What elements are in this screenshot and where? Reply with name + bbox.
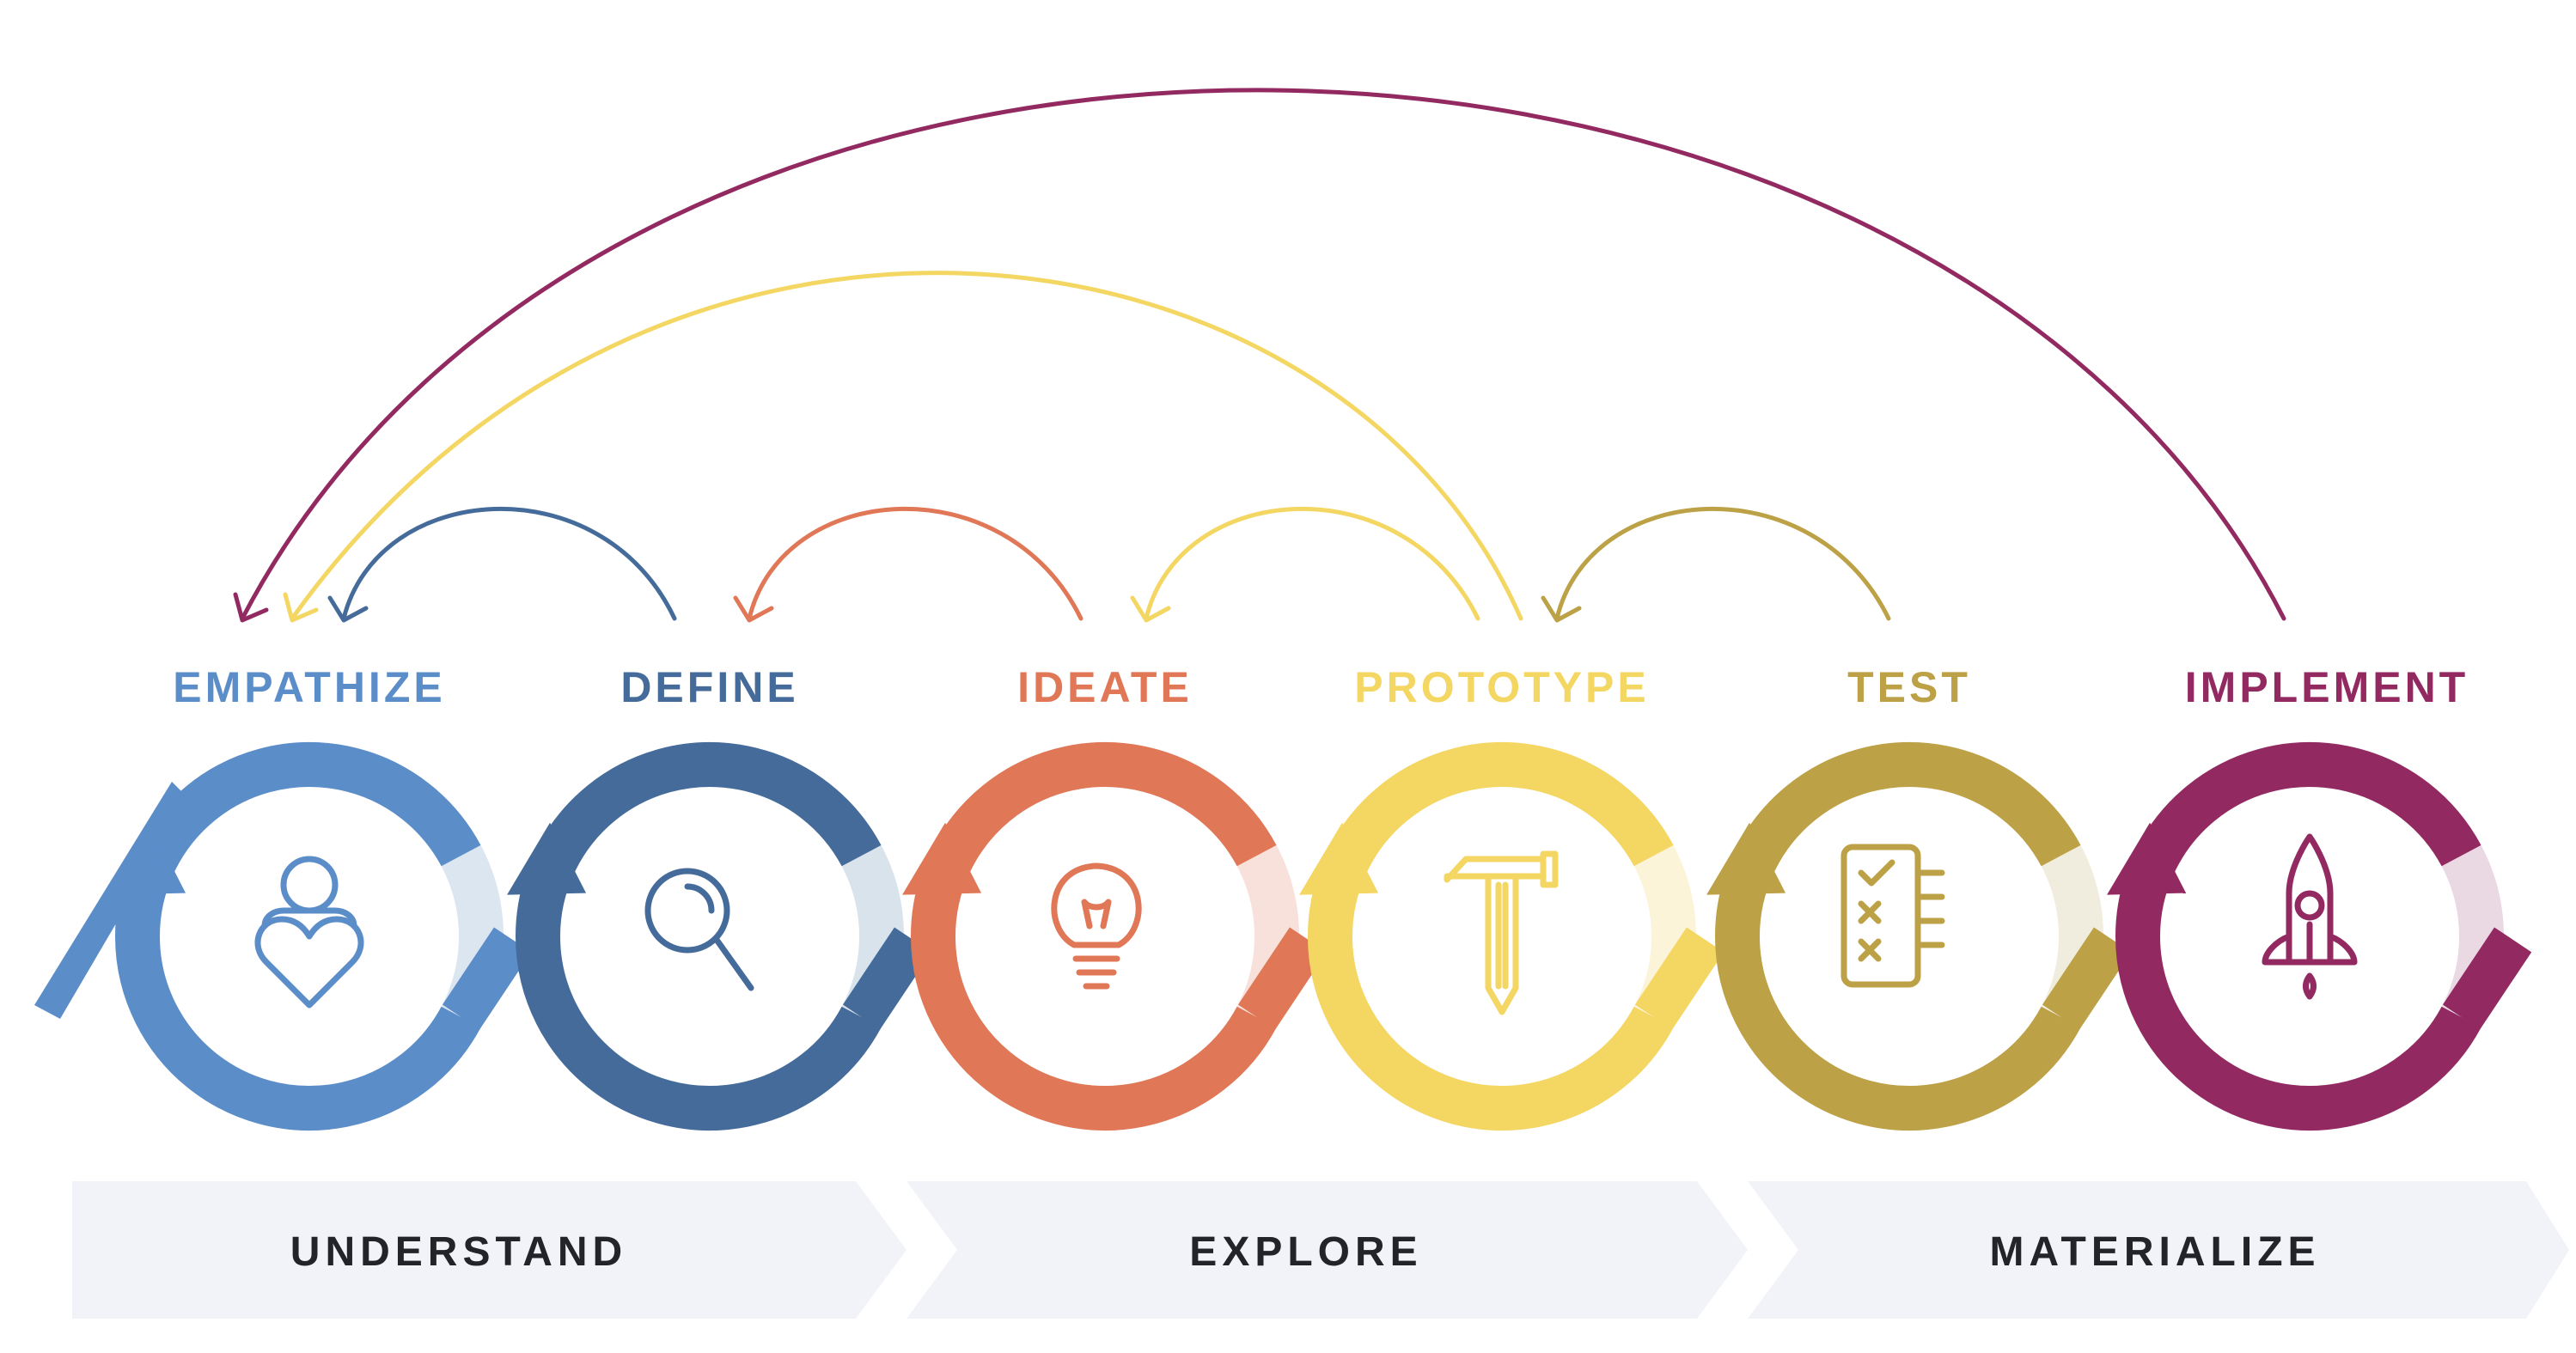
hammer-pencil-icon [1444,850,1559,1015]
ring-main-arc [911,742,1277,1131]
phase-band-explore [906,1181,1748,1319]
ring-define [507,742,932,1131]
feedback-arrow-implement-to-empathize [233,88,2286,623]
stage-rings [34,742,2532,1131]
stage-label-test: TEST [1847,663,1971,711]
ring-main-arc [115,742,481,1131]
ring-main-arc [2115,742,2481,1131]
ring-tail [2442,927,2532,1030]
feedback-arrow-test-to-prototype [1541,507,1891,623]
ring-implement [2107,742,2532,1131]
stage-label-ideate: IDEATE [1017,663,1193,711]
checklist-icon [1840,844,1945,988]
ring-main-arc [1308,742,1674,1131]
lead-in-tail [34,782,189,1019]
rocket-icon [2262,833,2358,1000]
lightbulb-icon [1051,862,1142,990]
ring-arrowhead [2107,822,2187,895]
phase-label-understand: UNDERSTAND [290,1229,627,1275]
phase-band-understand [72,1181,906,1319]
ring-empathize [34,742,532,1131]
ring-main-arc [1715,742,2081,1131]
ring-tail [2042,927,2132,1030]
ring-arrowhead [507,822,587,895]
feedback-arrow-prototype-to-empathize [283,271,1523,623]
phase-label-materialize: MATERIALIZE [1989,1229,2320,1275]
ring-ideate [902,742,1328,1131]
feedback-arrow-prototype-to-ideate [1130,507,1480,623]
ring-arrowhead [902,822,982,895]
phase-bands: UNDERSTAND EXPLORE MATERIALIZE [72,1181,2569,1319]
ring-tail [1237,927,1328,1030]
feedback-arrows [233,88,2286,623]
phase-band-materialize [1748,1181,2569,1319]
ring-arrowhead [1706,822,1786,895]
ring-prototype [1299,742,1724,1131]
magnifying-glass-icon [644,868,754,991]
ring-tail [1634,927,1724,1030]
ring-arrowhead [1299,822,1379,895]
ring-tail [442,927,532,1030]
stage-labels: EMPATHIZE DEFINE IDEATE PROTOTYPE TEST I… [173,663,2469,711]
stage-label-prototype: PROTOTYPE [1354,663,1649,711]
ring-tail [842,927,932,1030]
phase-label-explore: EXPLORE [1189,1229,1422,1275]
stage-label-implement: IMPLEMENT [2185,663,2469,711]
feedback-arrow-ideate-to-define [733,507,1084,623]
person-heart-icon [254,856,364,1009]
ring-main-arc [516,742,882,1131]
stage-label-define: DEFINE [620,663,798,711]
feedback-arrow-define-to-empathize [327,506,677,623]
ring-test [1706,742,2132,1131]
stage-label-empathize: EMPATHIZE [173,663,445,711]
stage-icons [254,833,2358,1015]
